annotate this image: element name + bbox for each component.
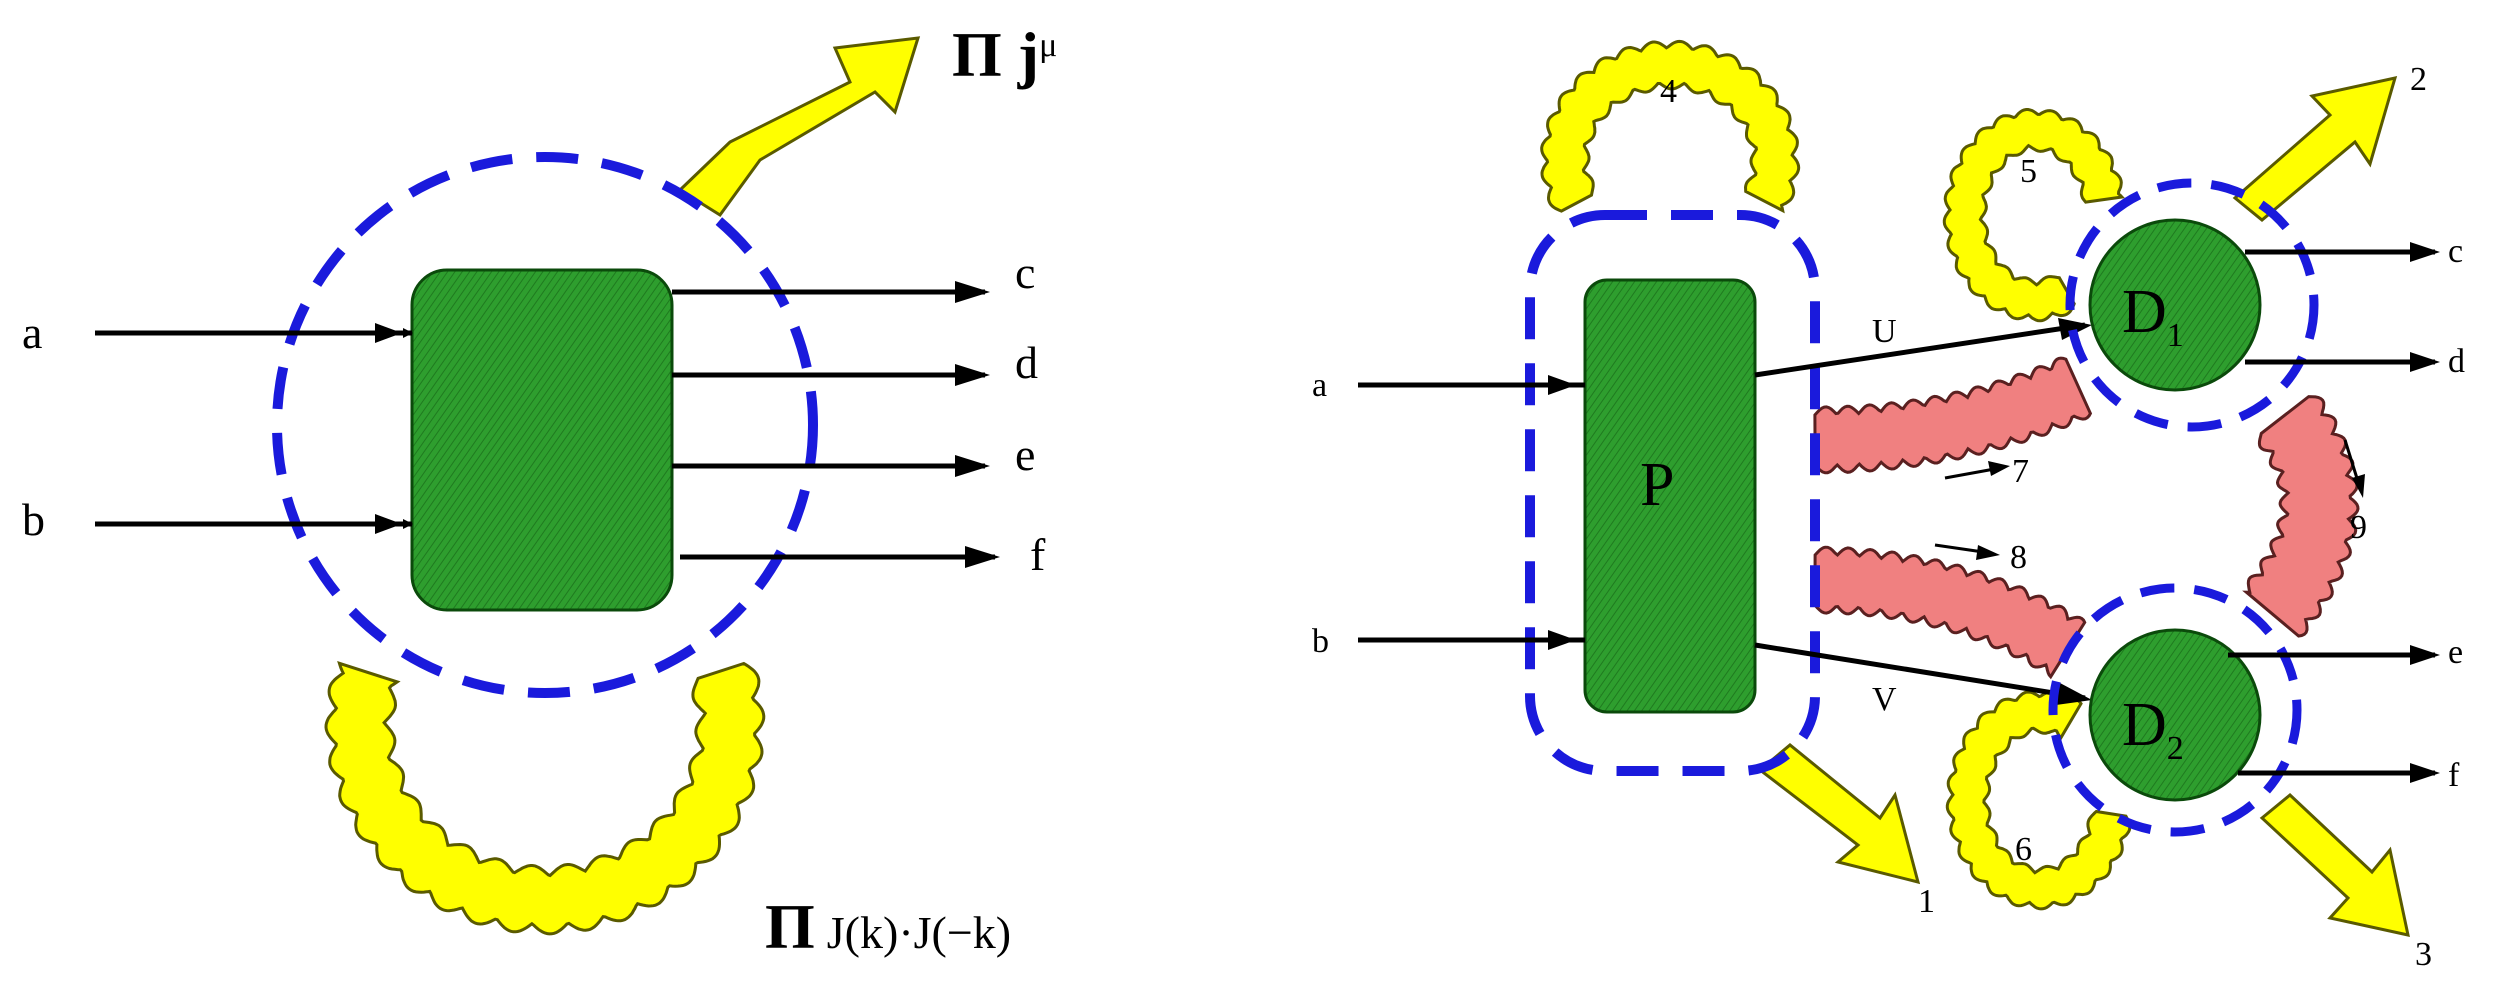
propagator-v	[1754, 642, 2086, 701]
label-loop-rest: J(k)·J(−k)	[827, 907, 1011, 958]
emitted-photon-1	[1757, 743, 1921, 885]
soft-photon-loop	[324, 660, 766, 936]
gluon-number-7: 7	[2012, 453, 2029, 490]
label-outgoing-c: c	[1015, 247, 1035, 298]
label-outgoing-f: f	[1030, 529, 1046, 580]
label-incoming-a-right: a	[1312, 367, 1327, 404]
decay-blob-1-letter: D	[2122, 278, 2167, 346]
gluon-8	[1813, 545, 2087, 680]
arrowhead	[2410, 645, 2440, 665]
production-blob-label: P	[1640, 451, 1674, 519]
emitted-photon-2	[2232, 76, 2398, 222]
decay-blob-2-label: D2	[2122, 691, 2184, 767]
hard-process-blob	[410, 268, 674, 612]
arrowhead	[1988, 461, 2010, 476]
arrowhead	[375, 323, 402, 343]
label-outgoing-d-right: d	[2448, 343, 2465, 380]
emitted-photon-arrow	[677, 36, 921, 218]
label-outgoing-e-right: e	[2448, 634, 2463, 671]
dashed-region-circle	[272, 152, 818, 698]
label-incoming-b: b	[22, 494, 45, 545]
decay-1-dashed-circle	[2065, 178, 2319, 432]
decay-blob-2-letter: D	[2122, 691, 2167, 759]
photon-number-2: 2	[2410, 61, 2427, 98]
label-incoming-b-right: b	[1312, 623, 1329, 660]
label-outgoing-d: d	[1015, 337, 1038, 388]
photon-number-3: 3	[2415, 936, 2432, 973]
decay-blob-2-sub: 2	[2167, 730, 2184, 767]
arrowhead	[1548, 375, 1576, 395]
label-outgoing-c-right: c	[2448, 233, 2463, 270]
arrowhead	[1976, 545, 2000, 560]
photon-number-6: 6	[2015, 831, 2032, 868]
arrowhead	[1548, 630, 1576, 650]
propagator-u	[1754, 322, 2086, 378]
arrowhead	[2352, 474, 2365, 498]
arrowhead	[2410, 763, 2440, 783]
production-dashed-box	[1525, 210, 1820, 776]
gluon-number-8: 8	[2010, 539, 2027, 576]
arrowhead	[955, 455, 990, 477]
photon-loop-4	[1540, 39, 1801, 214]
arrowhead	[2056, 683, 2092, 705]
label-incoming-a: a	[22, 307, 42, 358]
gluon-7	[1813, 356, 2093, 475]
arrowhead	[375, 514, 402, 534]
label-emission-main: Π j	[952, 19, 1039, 90]
label-outgoing-e: e	[1015, 429, 1035, 480]
arrowhead	[2410, 242, 2440, 262]
arrowhead	[2058, 318, 2092, 340]
decay-blob-1	[2088, 218, 2262, 392]
photon-loop-6	[1945, 690, 2132, 911]
label-propagator-v: V	[1872, 681, 1897, 718]
arrowhead	[955, 364, 990, 386]
decay-blob-1-label: D1	[2122, 278, 2184, 354]
label-emission-sup: μ	[1039, 27, 1057, 64]
arrowhead	[965, 546, 1000, 568]
label-loop-pi: Π	[765, 891, 815, 962]
right-panel: P U V a b D1 D2 c	[1312, 39, 2465, 973]
photon-number-4: 4	[1660, 73, 1677, 110]
label-outgoing-f-right: f	[2448, 757, 2460, 794]
decay-blob-1-sub: 1	[2167, 317, 2184, 354]
decay-blob-2	[2088, 628, 2262, 802]
gluon-number-9: 9	[2350, 509, 2367, 546]
arrowhead	[2410, 352, 2440, 372]
label-propagator-u: U	[1872, 313, 1897, 350]
photon-number-1: 1	[1918, 883, 1935, 920]
photon-number-5: 5	[2020, 153, 2037, 190]
gluon-9	[2242, 395, 2360, 638]
arrowhead	[955, 281, 990, 303]
photon-loop-5	[1942, 108, 2125, 323]
emitted-photon-3	[2259, 793, 2410, 937]
decay-2-dashed-circle	[2048, 583, 2302, 837]
production-blob	[1583, 278, 1757, 714]
label-emission: Π jμ	[952, 19, 1057, 90]
